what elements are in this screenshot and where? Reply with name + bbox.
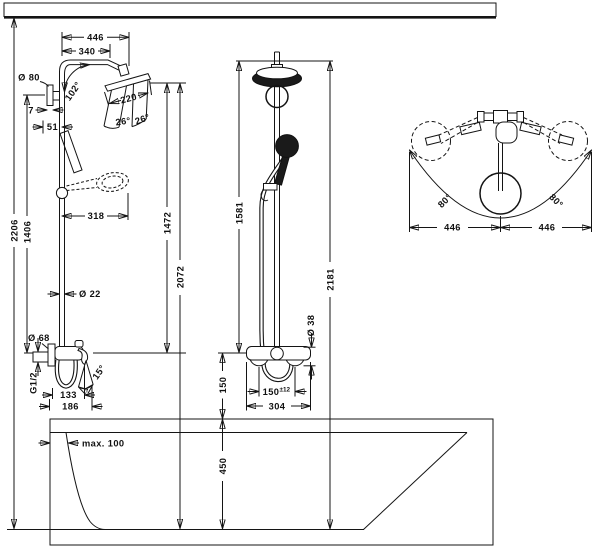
tub-interior-left [65, 432, 106, 530]
angle-26-right-label: 26° [134, 112, 152, 127]
dia-80-label: Ø 80 [18, 73, 40, 83]
bathtub: max. 100 [7, 418, 494, 546]
angle-15-label: 15° [91, 363, 108, 381]
swivel-position-right [548, 121, 588, 161]
dia-22-label: Ø 22 [79, 289, 101, 299]
dim-150-offset-label: 150 [263, 387, 280, 397]
dia-68-label: Ø 68 [28, 333, 50, 343]
front-view: Ø 38 150 ±12 304 150 450 1581 2181 [218, 51, 336, 529]
ceiling-hatch [3, 2, 497, 19]
swivel-position-left [411, 121, 451, 161]
angle-80-right-label: 80° [547, 192, 565, 210]
arm-pivot-top [495, 121, 518, 144]
tub-interior-slope [363, 432, 468, 530]
dim-150-tol-sup: ±12 [280, 387, 291, 394]
thermostat-mixer-front [246, 346, 311, 367]
side-view: 26° 26° 220 102° 446 340 Ø 80 7 51 [10, 18, 186, 528]
spray-cone [103, 79, 149, 129]
overhead-shower-side [104, 73, 152, 92]
dim-max-100-label: max. 100 [82, 438, 125, 448]
dim-2206-label: 2206 [10, 219, 20, 241]
dim-318-label: 318 [88, 211, 105, 221]
dim-304-label: 304 [269, 401, 286, 411]
hand-shower-side [59, 129, 83, 174]
slider-bracket [263, 183, 278, 191]
dia-38-label: Ø 38 [306, 315, 316, 337]
hand-shower-extended [66, 172, 129, 192]
angle-80-left-label: 80° [436, 192, 454, 210]
dim-220-label: 220 [119, 92, 138, 106]
dim-2072-label: 2072 [176, 266, 186, 288]
dim-150-height-label: 150 [218, 377, 228, 394]
hand-shower-front [275, 134, 299, 158]
dim-1472-label: 1472 [163, 212, 173, 234]
wall-mount-escutcheon [46, 84, 54, 106]
dim-186-label: 186 [62, 402, 79, 412]
dim-446-left-label: 446 [444, 223, 461, 233]
pivot-ring [265, 84, 289, 109]
dim-340-label: 340 [79, 46, 96, 56]
head-connector [117, 63, 130, 77]
dim-450-label: 450 [218, 458, 228, 475]
dim-133-label: 133 [60, 390, 77, 400]
dim-51-label: 51 [47, 122, 58, 132]
bath-mixer-side [32, 340, 89, 389]
tub-outline [49, 418, 494, 546]
dim-1581-label: 1581 [235, 202, 245, 224]
top-view: 80° 80° 446 446 [410, 110, 592, 233]
angle-26-left-label: 26° [115, 116, 132, 128]
dim-446-right-label: 446 [539, 223, 556, 233]
dim-1406-label: 1406 [23, 221, 33, 243]
dim-446-arm-label: 446 [87, 33, 104, 43]
slider-knob [55, 186, 69, 200]
overhead-shower-top [479, 172, 522, 215]
dim-2181-label: 2181 [326, 268, 336, 290]
riser-pipe [59, 59, 121, 346]
dim-7-label: 7 [28, 105, 34, 115]
thread-g12-label: G1/2 [29, 372, 39, 394]
